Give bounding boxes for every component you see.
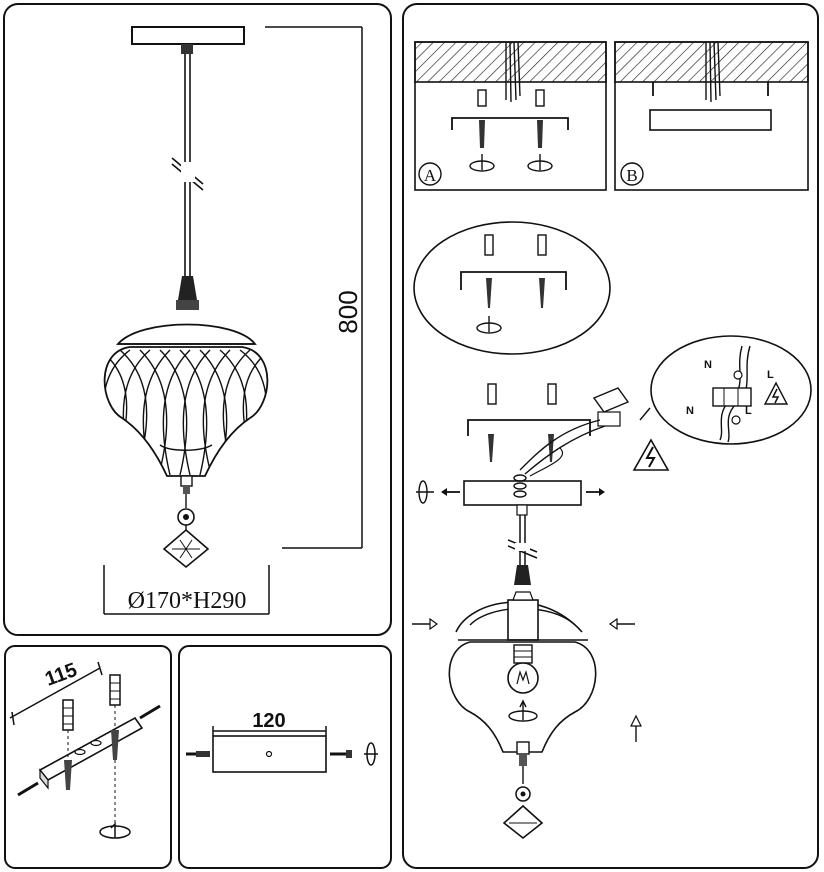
canopy-plate — [131, 26, 245, 45]
glass-shade — [103, 346, 269, 477]
shade-exploded — [412, 591, 642, 840]
step-a: A — [414, 41, 607, 191]
wire-n-bottom: N — [686, 405, 694, 417]
wall-anchor-right — [109, 674, 121, 825]
cord-grip — [181, 44, 193, 54]
step-b: B — [614, 41, 809, 191]
lamp-holder — [176, 276, 199, 310]
wiring-detail-oval: N L N L — [639, 335, 812, 445]
mounting-assembly — [467, 383, 630, 477]
wire-l-bottom: L — [745, 405, 752, 417]
panel-main-drawing: 800 Ø170*H290 — [3, 3, 392, 636]
wire-n-top: N — [704, 359, 712, 371]
wall-anchor-left — [62, 699, 74, 790]
height-dimension: 800 — [265, 26, 363, 549]
height-dim-label: 800 — [333, 290, 363, 333]
dim-120-label: 120 — [252, 710, 285, 732]
install-cord — [507, 504, 538, 585]
electric-warning-icon — [632, 438, 670, 471]
canopy-mounting — [416, 474, 605, 506]
size-dim-label: Ø170*H290 — [128, 588, 247, 614]
light-bulb-icon — [507, 662, 539, 694]
panel-installation: A B — [402, 3, 819, 869]
step-a-label: A — [424, 166, 437, 185]
crystal-finial — [162, 475, 210, 569]
mounting-bracket — [38, 716, 144, 782]
size-dimension: Ø170*H290 — [103, 565, 270, 615]
step-b-label: B — [626, 166, 637, 185]
shade-cap — [116, 323, 257, 345]
suspension-cord — [171, 54, 204, 276]
wire-l-top: L — [767, 369, 774, 381]
anchor-detail-oval — [413, 221, 611, 355]
dim-115-label: 115 — [42, 659, 80, 691]
panel-bracket-detail: 115 — [4, 645, 172, 869]
panel-canopy-detail: 120 — [178, 645, 392, 869]
